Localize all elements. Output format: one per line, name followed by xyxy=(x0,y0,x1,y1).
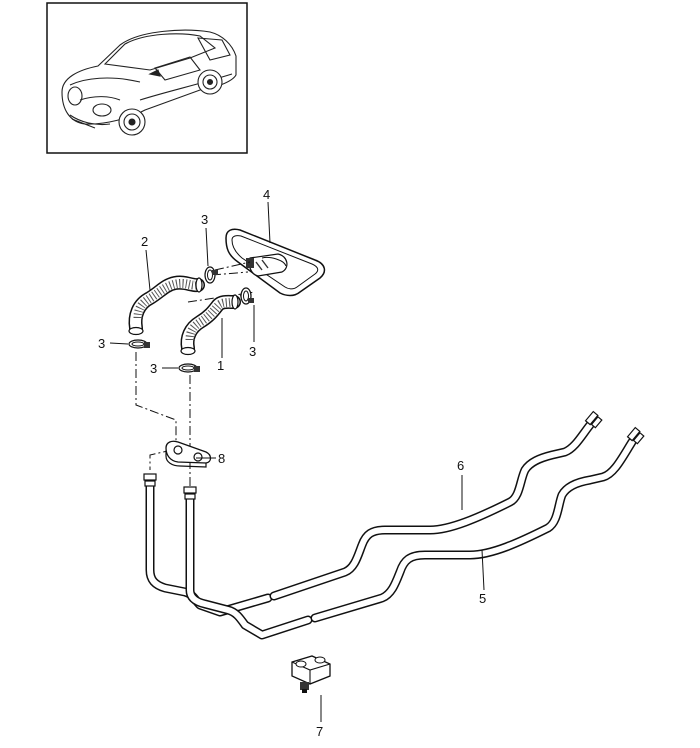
part-3-clamp-upper-left xyxy=(204,266,218,284)
callouts: 2 3 4 3 1 3 3 8 6 5 7 xyxy=(98,187,486,739)
pipe-5-fitting-right xyxy=(626,426,645,445)
part-1-hose xyxy=(180,294,241,356)
callout-5: 5 xyxy=(479,591,486,606)
part-4-heat-exchanger xyxy=(225,228,326,297)
callout-3-right: 3 xyxy=(249,344,256,359)
callout-3-lower: 3 xyxy=(150,361,157,376)
callout-6: 6 xyxy=(457,458,464,473)
part-8-bracket xyxy=(165,440,212,468)
callout-7: 7 xyxy=(316,724,323,739)
part-3-clamp-lower-right xyxy=(178,363,200,373)
callout-3-left: 3 xyxy=(98,336,105,351)
pipe-5-fitting-left xyxy=(183,486,197,500)
part-3-clamp-lower-left xyxy=(128,339,150,349)
part-6-pipe xyxy=(143,410,603,617)
vehicle-thumbnail xyxy=(46,2,248,154)
part-3-clamp-upper-right xyxy=(240,287,254,305)
callout-3-upper: 3 xyxy=(201,212,208,227)
callout-2: 2 xyxy=(141,234,148,249)
callout-4: 4 xyxy=(263,187,270,202)
callout-8: 8 xyxy=(218,451,225,466)
pipe-6-fitting-right xyxy=(584,410,603,429)
leader-lines xyxy=(109,201,485,722)
pipe-6-fitting-left xyxy=(143,473,157,487)
car-icon xyxy=(61,29,237,136)
callout-1: 1 xyxy=(217,358,224,373)
part-5-pipe xyxy=(183,426,645,640)
part-7-pipe-clip xyxy=(291,655,331,693)
part-2-hose xyxy=(128,275,205,336)
